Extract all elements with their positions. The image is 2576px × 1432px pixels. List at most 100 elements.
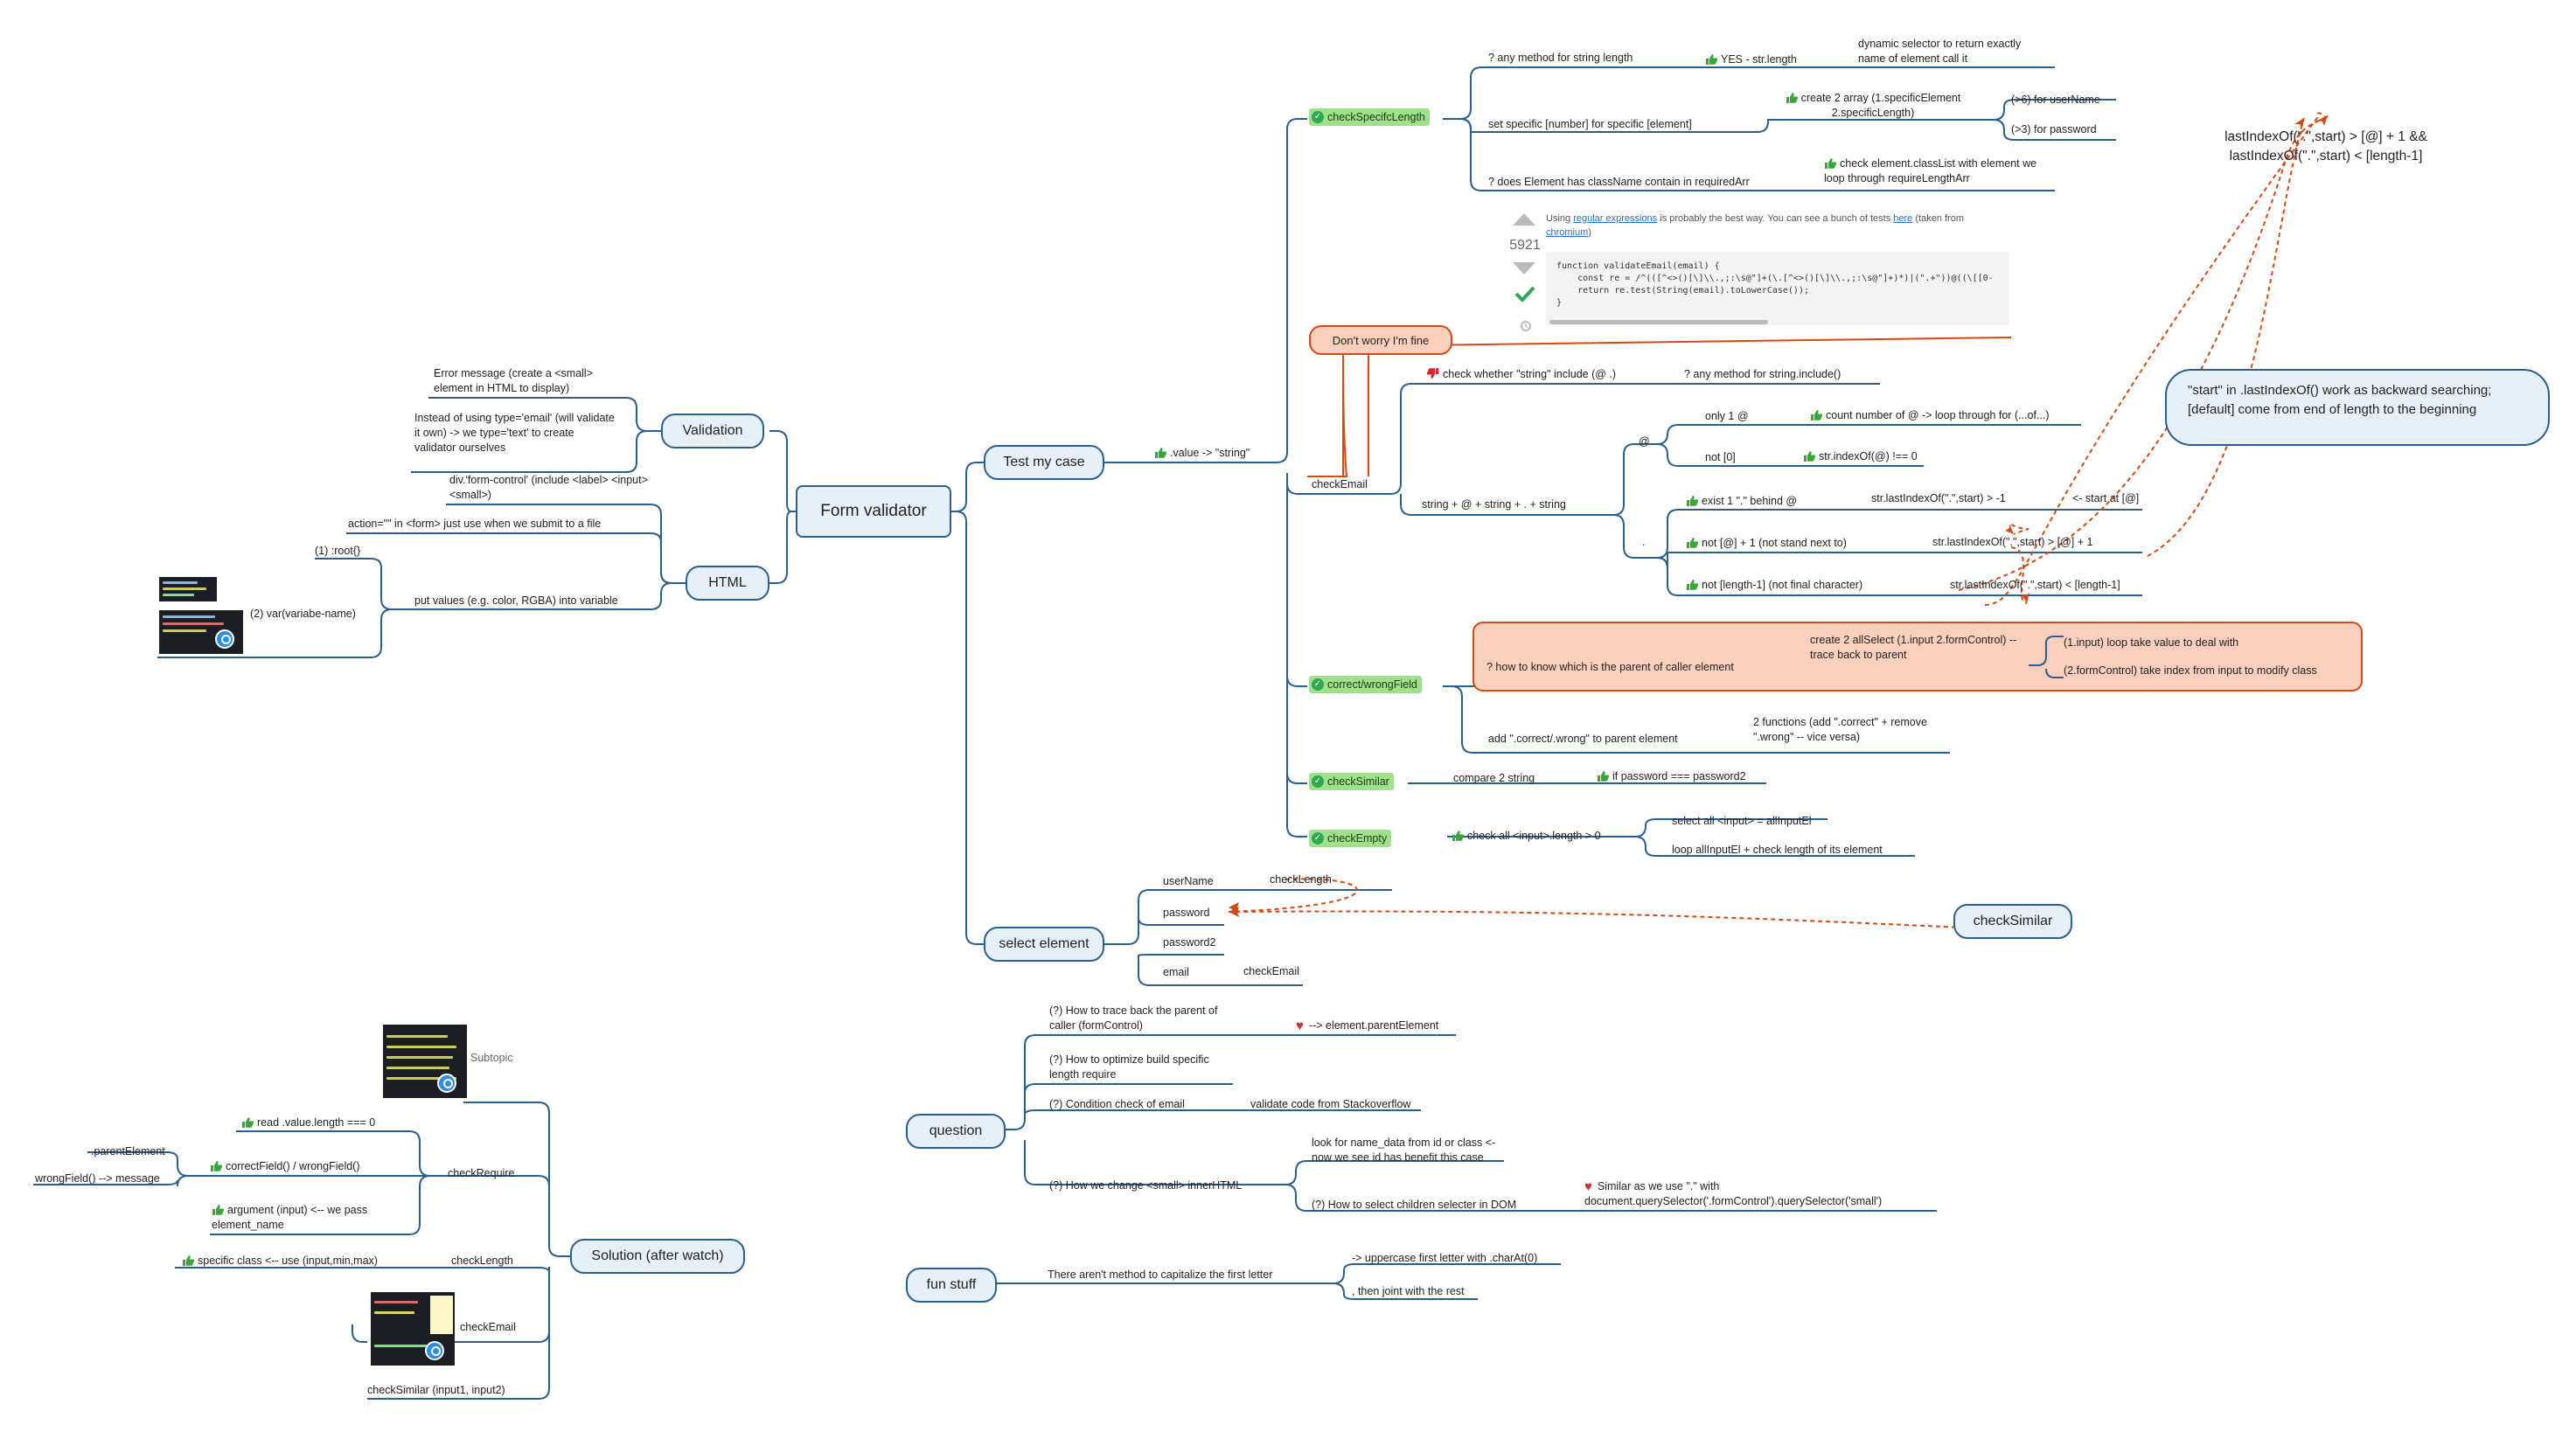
similar-q: compare 2 string [1453,772,1535,784]
email-not-len: not [length-1] (not final character) [1686,578,1862,593]
thumbs-up-icon [1786,93,1798,103]
correct-add: add ".correct/.wrong" to parent element [1488,733,1678,745]
history-icon[interactable] [1520,320,1532,332]
tag-check-empty[interactable]: ✓checkEmpty [1309,830,1392,847]
code-line-1: function validateEmail(email) { [1556,261,1720,271]
thumbs-up-icon [183,1255,194,1266]
code-block: function validateEmail(email) { const re… [1546,252,2009,325]
specific-a1: YES - str.length [1705,52,1797,67]
select-tag-check-email: checkEmail [1243,965,1299,977]
topic-question-label: question [929,1123,983,1138]
callout-text: "start" in .lastIndexOf() work as backwa… [2188,383,2492,417]
specific-a3: check element.classList with element we … [1824,157,2037,184]
email-at: @ [1639,435,1650,448]
highlight-box-parent-caller [1472,622,2363,692]
topic-html[interactable]: HTML [686,566,769,601]
code-scrollbar[interactable] [1549,320,1768,324]
check-icon: ✓ [1312,832,1324,845]
email-not-lena: str.lastIndexOf(".",start) < [length-1] [1950,579,2120,591]
accepted-check-icon [1514,286,1535,302]
topic-test-my-case[interactable]: Test my case [984,445,1104,480]
specific-a2a: (>6) for userName [2011,94,2100,106]
select-tag-check-length: checkLength [1270,873,1332,886]
thumbs-up-icon [1687,580,1698,590]
topic-check-similar-floating[interactable]: checkSimilar [1953,904,2072,939]
topic-test-my-case-label: Test my case [1003,455,1085,469]
topic-html-label: HTML [708,575,747,590]
html-item-action: action="" in <form> just use when we sub… [348,518,602,530]
check-icon: ✓ [1312,775,1324,788]
html-item-variables: put values (e.g. color, RGBA) into varia… [414,594,618,607]
thumbs-up-icon [212,1205,224,1215]
topic-fun-stuff[interactable]: fun stuff [906,1268,997,1303]
downvote-icon[interactable] [1513,262,1535,275]
similar-a: if password === password2 [1597,769,1746,784]
solution-subtopic: Subtopic [470,1052,513,1064]
zoom-icon[interactable] [215,629,234,649]
code-line-2: const re = /^(([^<>()[\]\\.,;:\s@"]+(\.[… [1556,274,1994,283]
tag-correct-wrong-field[interactable]: ✓correct/wrongField [1309,676,1422,693]
validation-item-error-message: Error message (create a <small> element … [434,367,594,394]
code-thumbnail-solution [383,1025,467,1098]
question-a3: validate code from Stackoverflow [1250,1098,1411,1110]
zoom-icon[interactable] [437,1074,456,1093]
solution-r2b: wrongField() --> message [35,1172,160,1185]
regex-link[interactable]: regular expressions [1573,213,1658,224]
solution-check-require: checkRequire [448,1167,515,1179]
html-sub-root: (1) :root{} [315,545,361,557]
thumbs-up-icon [1598,771,1609,782]
empty-a2: loop allInputEl + check length of its el… [1672,844,1883,856]
fun-a2: , then joint with the rest [1352,1285,1465,1297]
tests-link[interactable]: here [1893,213,1913,224]
fun-q: There aren't method to capitalize the fi… [1048,1269,1273,1281]
specific-q1: ? any method for string length [1488,52,1633,64]
email-not-at1: not [@] + 1 (not stand next to) [1686,536,1847,551]
question-a1: ♥--> element.parentElement [1296,1018,1439,1033]
thumbs-down-icon [1427,368,1438,379]
vote-count: 5921 [1509,238,1541,253]
topic-check-similar-floating-label: checkSimilar [1973,914,2053,928]
topic-dont-worry-label: Don't worry I'm fine [1332,333,1430,347]
stackoverflow-answer-text: Using regular expressions is probably th… [1546,213,1964,238]
sub-branch-lines [2029,636,2064,678]
topic-question[interactable]: question [906,1114,1006,1149]
email-pattern: string + @ + string + . + string [1422,498,1566,511]
email-q1b: ? any method for string.include() [1684,368,1841,380]
correct-a2: (2.formControl) take index from input to… [2064,664,2317,677]
central-topic[interactable]: Form validator [796,485,951,538]
email-existb: <- start at [@] [2072,492,2140,504]
formula-lastindexof: lastIndexOf(".",start) > [@] + 1 && last… [2212,128,2440,166]
specific-a2: create 2 array (1.specificElement 2.spec… [1768,91,1978,121]
email-q1: check whether "string" include (@ .) [1427,367,1616,382]
solution-r1: read .value.length === 0 [241,1116,375,1130]
tag-check-specific-length[interactable]: ✓checkSpecifcLength [1309,108,1430,126]
thumbs-up-icon [1452,831,1464,841]
topic-dont-worry[interactable]: Don't worry I'm fine [1309,325,1452,355]
correct-a: create 2 allSelect (1.input 2.formContro… [1810,634,2017,661]
question-q2: (?) How to optimize build specific lengt… [1049,1053,1209,1081]
zoom-icon[interactable] [425,1341,444,1360]
code-line-4: } [1556,298,1563,308]
stackoverflow-snippet: 5921 Using regular expressions is probab… [1500,208,2011,339]
solution-r3: argument (input) <-- we pass element_nam… [212,1204,368,1231]
thumbs-up-icon [1155,448,1166,458]
topic-select-element[interactable]: select element [984,927,1104,962]
topic-fun-stuff-label: fun stuff [926,1277,977,1292]
solution-l1: specific class <-- use (input,min,max) [182,1254,378,1269]
topic-validation[interactable]: Validation [661,414,764,448]
code-thumbnail-root [159,577,217,601]
code-line-3: return re.test(String(email).toLowerCase… [1556,286,1809,295]
callout-start-backward[interactable]: "start" in .lastIndexOf() work as backwa… [2165,369,2550,446]
email-not0a: str.indexOf(@) !== 0 [1803,449,1918,464]
solution-r2a: .parentElement [91,1145,165,1157]
email-not-at1a: str.lastIndexOf(".",start) > [@] + 1 [1932,536,2093,548]
tag-check-similar[interactable]: ✓checkSimilar [1309,773,1394,790]
correct-a1: (1.input) loop take value to deal with [2064,636,2239,649]
heart-icon: ♥ [1584,1179,1592,1194]
upvote-icon[interactable] [1513,213,1535,226]
thumbs-up-icon [1706,54,1717,65]
fun-a1: -> uppercase first letter with .charAt(0… [1352,1252,1538,1264]
topic-solution[interactable]: Solution (after watch) [570,1239,745,1274]
chromium-link[interactable]: chromium [1546,227,1589,238]
select-item-password2: password2 [1163,936,1216,949]
